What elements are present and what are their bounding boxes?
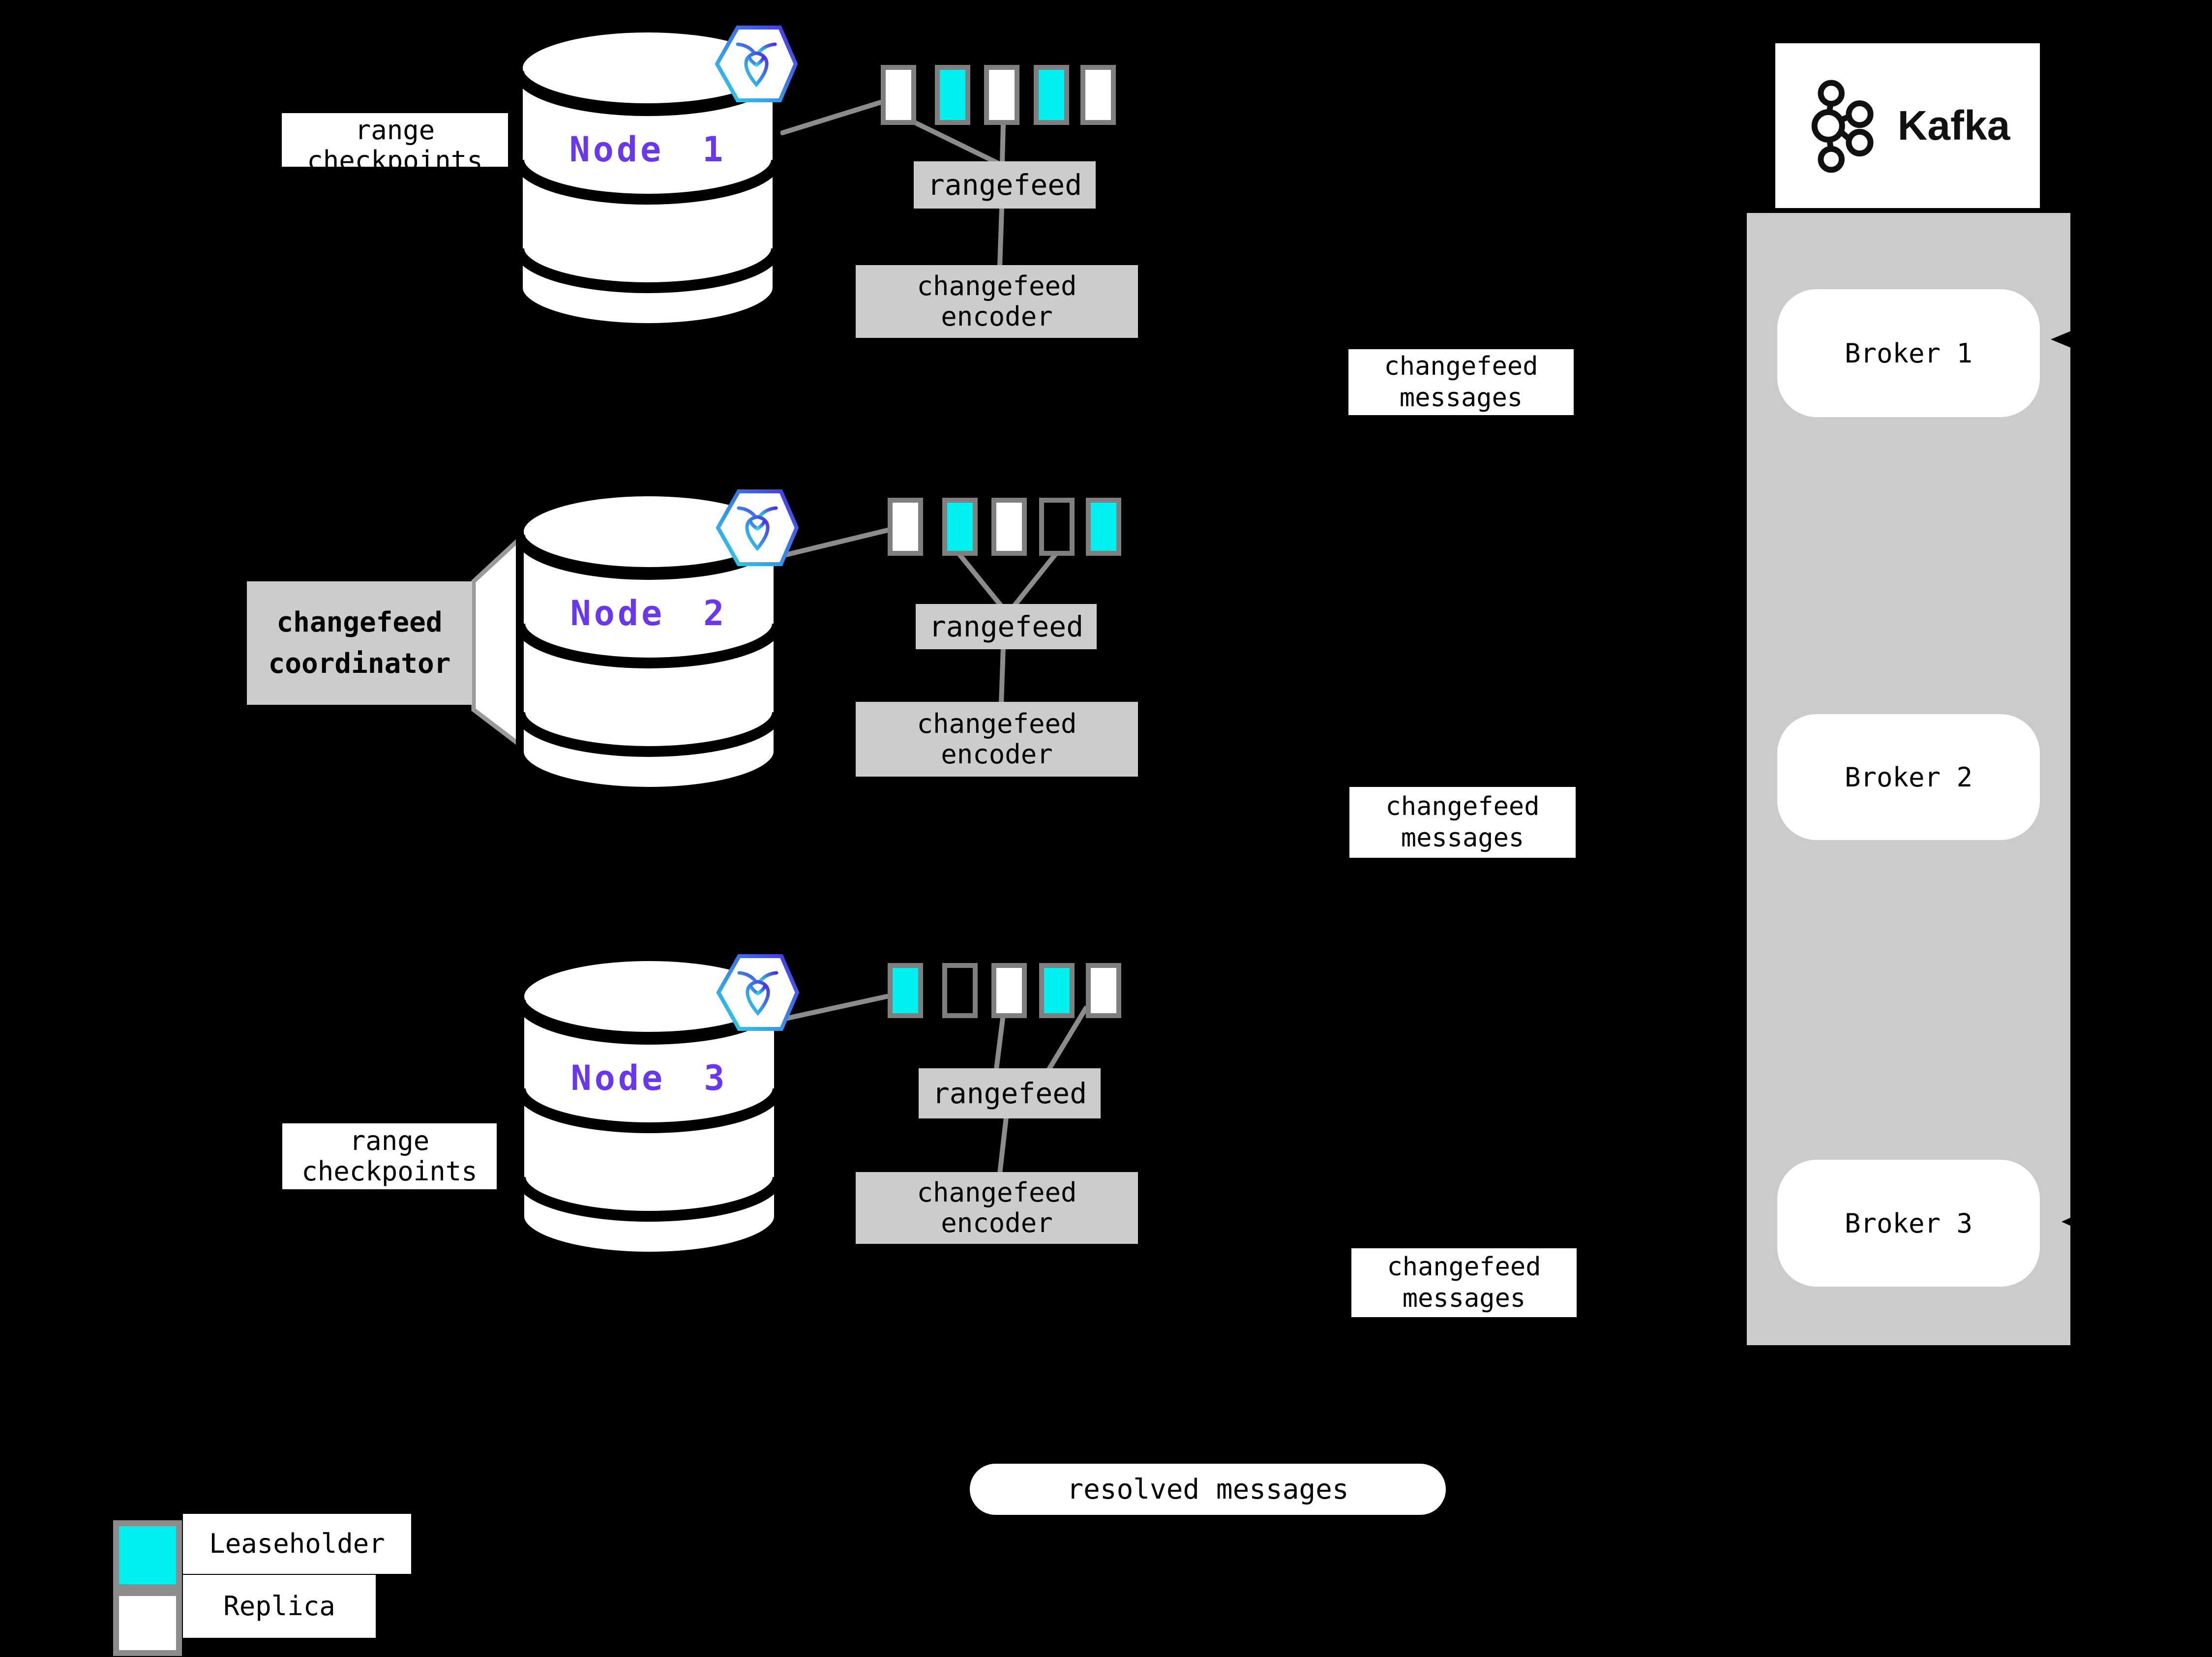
changefeed-messages-box-1: changefeed messages bbox=[1348, 349, 1574, 415]
node-3-label: Node 3 bbox=[571, 1058, 728, 1098]
encoder-line1: changefeed bbox=[917, 708, 1077, 739]
range-box bbox=[1080, 65, 1116, 125]
encoder-line1: changefeed bbox=[917, 1177, 1077, 1208]
broker-2: Broker 2 bbox=[1777, 714, 2040, 840]
messages-line1: changefeed bbox=[1387, 1252, 1541, 1282]
legend-leaseholder-swatch bbox=[113, 1520, 182, 1590]
label-line: checkpoints bbox=[301, 1156, 478, 1187]
range-box bbox=[935, 65, 970, 125]
encoder-line2: encoder bbox=[941, 1207, 1053, 1238]
range-box bbox=[888, 963, 923, 1018]
kafka-logo-box: Kafka bbox=[1775, 43, 2040, 208]
range-box bbox=[991, 963, 1027, 1018]
node-1-cylinder: Node 1 bbox=[515, 25, 780, 330]
changefeed-encoder-box-1: changefeed encoder bbox=[856, 265, 1138, 338]
range-box bbox=[1039, 963, 1075, 1018]
changefeed-coordinator-label: changefeed coordinator bbox=[247, 581, 472, 705]
resolved-messages-pill: resolved messages bbox=[970, 1464, 1446, 1515]
legend-replica-swatch bbox=[113, 1590, 182, 1656]
range-box bbox=[942, 963, 978, 1018]
label-line: coordinator bbox=[268, 647, 451, 680]
rangefeed-box-2: rangefeed bbox=[916, 604, 1097, 649]
range-box bbox=[1039, 498, 1075, 556]
node-1-label: Node 1 bbox=[569, 129, 726, 170]
messages-line2: messages bbox=[1399, 383, 1523, 413]
node-2-cylinder: Node 2 bbox=[516, 488, 781, 793]
messages-line2: messages bbox=[1402, 1284, 1526, 1313]
label-line: changefeed bbox=[276, 606, 443, 638]
range-box bbox=[888, 498, 923, 556]
changefeed-messages-box-3: changefeed messages bbox=[1351, 1248, 1577, 1317]
range-box bbox=[1086, 963, 1121, 1018]
range-box bbox=[1086, 498, 1121, 556]
range-checkpoints-label-bottom: range checkpoints bbox=[282, 1123, 497, 1189]
rangefeed-box-1: rangefeed bbox=[914, 161, 1096, 209]
legend-replica-label: Replica bbox=[183, 1575, 376, 1638]
range-checkpoints-label-top: range checkpoints bbox=[282, 113, 508, 167]
range-box bbox=[991, 498, 1027, 556]
cockroachdb-icon bbox=[716, 954, 800, 1031]
rangefeed-box-3: rangefeed bbox=[919, 1068, 1101, 1118]
range-box bbox=[942, 498, 978, 556]
encoder-line2: encoder bbox=[941, 739, 1053, 770]
label-line: range bbox=[349, 1125, 430, 1156]
label-line: range bbox=[355, 115, 435, 146]
range-box bbox=[984, 65, 1019, 125]
messages-line2: messages bbox=[1401, 823, 1524, 853]
range-box bbox=[881, 65, 916, 125]
messages-line1: changefeed bbox=[1385, 792, 1540, 821]
range-box bbox=[1034, 65, 1069, 125]
changefeed-messages-box-2: changefeed messages bbox=[1349, 787, 1576, 858]
label-line: checkpoints bbox=[307, 145, 483, 167]
cockroachdb-icon bbox=[715, 26, 798, 102]
changefeed-encoder-box-3: changefeed encoder bbox=[856, 1172, 1138, 1244]
broker-1: Broker 1 bbox=[1777, 289, 2040, 417]
encoder-line2: encoder bbox=[941, 301, 1053, 332]
legend-leaseholder-label: Leaseholder bbox=[183, 1514, 411, 1574]
node-2-label: Node 2 bbox=[570, 593, 727, 633]
broker-3: Broker 3 bbox=[1777, 1160, 2040, 1287]
messages-line1: changefeed bbox=[1384, 352, 1538, 381]
encoder-line1: changefeed bbox=[917, 271, 1077, 301]
changefeed-encoder-box-2: changefeed encoder bbox=[856, 702, 1138, 777]
cockroachdb-icon bbox=[716, 489, 799, 566]
kafka-title: Kafka bbox=[1897, 102, 2010, 149]
kafka-logo-icon bbox=[1811, 80, 1874, 173]
node-3-cylinder: Node 3 bbox=[516, 953, 782, 1258]
